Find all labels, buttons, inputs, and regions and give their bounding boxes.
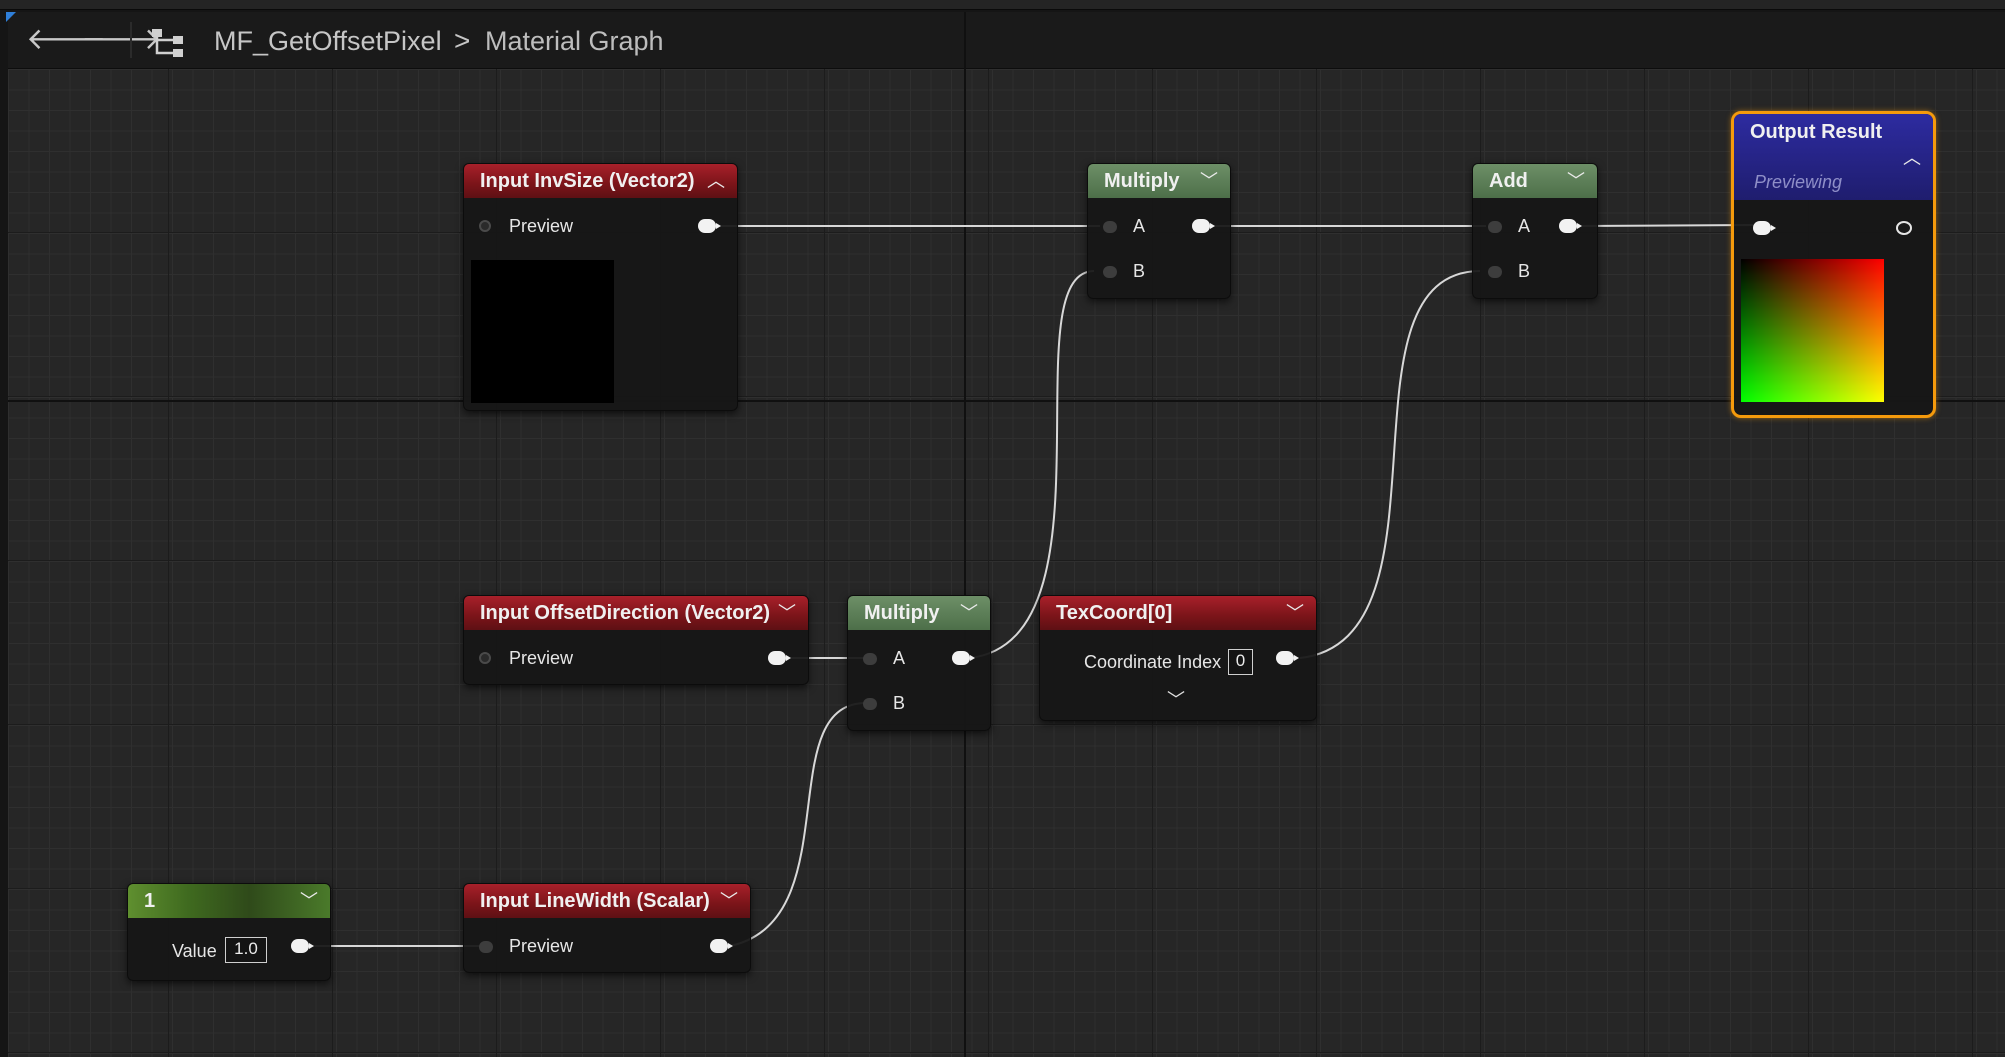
coordinate-index-input[interactable]: 0 [1228,649,1253,675]
input-pin-b[interactable] [1103,266,1117,278]
output-pin[interactable] [1276,651,1299,665]
node-texcoord[interactable]: TexCoord[0] ﹀ Coordinate Index 0 ﹀ [1039,595,1317,721]
breadcrumb-graph[interactable]: Material Graph [485,26,664,56]
preview-input-pin[interactable] [479,220,491,232]
output-pin-ring[interactable] [1896,221,1912,235]
node-title: Output Result [1750,121,1883,143]
value-input[interactable]: 1.0 [225,937,267,963]
pin-label: Preview [509,936,574,956]
pin-label-a: A [1133,216,1146,236]
graph-origin-axis-vertical [964,12,966,1057]
preview-input-pin[interactable] [479,941,493,953]
previewing-status: Previewing [1754,172,1843,192]
input-pin-b[interactable] [1488,266,1502,278]
input-pin-a[interactable] [863,653,877,665]
output-pin[interactable] [1559,219,1582,233]
output-pin[interactable] [698,219,721,233]
preview-input-pin[interactable] [479,652,491,664]
output-pin[interactable] [1192,219,1215,233]
pin-label-b: B [1518,261,1531,281]
graph-origin-axis-horizontal [8,400,2005,402]
chevron-down-icon[interactable]: ﹀ [720,891,738,911]
pin-label-b: B [893,693,906,713]
input-pin-a[interactable] [1488,221,1502,233]
top-strip [0,0,2005,10]
input-pin-b[interactable] [863,698,877,710]
output-pin[interactable] [768,651,791,665]
breadcrumb-toolbar: 🡐 🡒 MF_GetOffsetPixel > Material Graph [8,12,2005,69]
chevron-up-icon[interactable]: ︿ [1903,148,1921,168]
preview-thumbnail [471,260,614,403]
node-header[interactable]: 1 [128,884,330,918]
input-pin[interactable] [1753,221,1776,235]
node-output-result[interactable]: Output Result Previewing ︿ [1731,111,1936,418]
back-arrow-icon[interactable]: 🡐 [26,23,107,56]
output-pin[interactable] [291,939,314,953]
output-pin[interactable] [952,651,975,665]
node-header[interactable]: Multiply [848,596,990,630]
chevron-down-icon[interactable]: ﹀ [1200,171,1218,191]
expand-chevron-down-icon[interactable]: ﹀ [1167,690,1185,710]
node-header[interactable]: Add [1473,164,1597,198]
node-multiply-top[interactable]: Multiply ﹀ A B [1087,163,1231,299]
node-header[interactable]: Output Result [1734,114,1933,200]
input-pin-a[interactable] [1103,221,1117,233]
node-multiply-bottom[interactable]: Multiply ﹀ A B [847,595,991,731]
pin-label-a: A [1518,216,1531,236]
pin-label: Preview [509,648,574,668]
chevron-down-icon[interactable]: ﹀ [960,603,978,623]
node-input-offsetdirection[interactable]: Input OffsetDirection (Vector2) ﹀ Previe… [463,595,809,685]
chevron-down-icon[interactable]: ﹀ [1567,171,1585,191]
chevron-up-icon[interactable]: ︿ [707,171,725,191]
pin-label: Coordinate Index [1084,652,1222,672]
node-header[interactable]: Multiply [1088,164,1230,198]
node-constant[interactable]: 1 ﹀ Value 1.0 [127,883,331,981]
node-add[interactable]: Add ﹀ A B [1472,163,1598,299]
pin-label-a: A [893,648,906,668]
node-input-linewidth[interactable]: Input LineWidth (Scalar) ﹀ Preview [463,883,751,973]
node-header[interactable]: Input OffsetDirection (Vector2) [464,596,808,630]
node-header[interactable]: Input LineWidth (Scalar) [464,884,750,918]
node-input-invsize[interactable]: Input InvSize (Vector2) ︿ Preview [463,163,738,411]
chevron-down-icon[interactable]: ﹀ [1286,603,1304,623]
node-header[interactable]: TexCoord[0] [1040,596,1316,630]
pin-label-b: B [1133,261,1146,281]
output-pin[interactable] [710,939,733,953]
forward-arrow-icon[interactable]: 🡒 [81,23,162,56]
chevron-down-icon[interactable]: ﹀ [300,891,318,911]
pin-label: Value [172,941,217,961]
breadcrumb-asset[interactable]: MF_GetOffsetPixel [214,26,442,56]
toolbar-separator [130,22,132,58]
corner-marker [6,12,16,22]
node-header[interactable]: Input InvSize (Vector2) [464,164,737,198]
chevron-down-icon[interactable]: ﹀ [778,603,796,623]
pin-label: Preview [509,216,574,236]
breadcrumb-chevron-icon: > [454,25,471,56]
output-preview-thumbnail [1741,259,1884,402]
graph-hierarchy-icon[interactable] [151,28,185,58]
